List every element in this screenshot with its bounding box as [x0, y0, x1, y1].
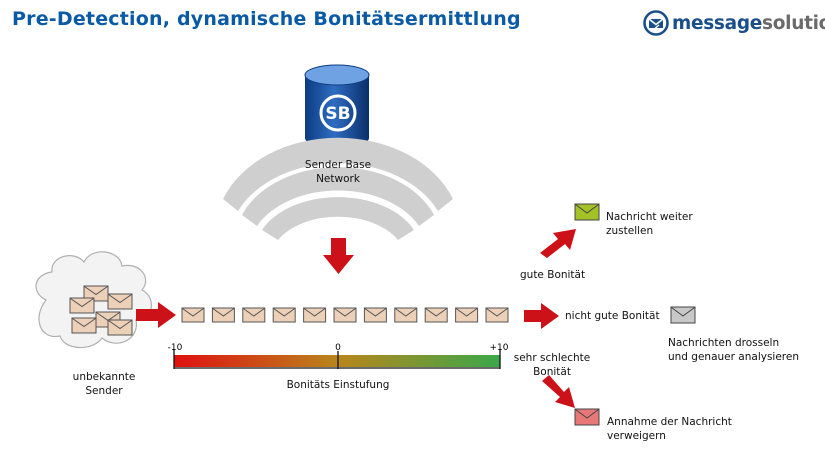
- unknown-sender-cloud-icon: [35, 251, 152, 349]
- envelope-icon: [394, 307, 418, 323]
- good-reputation-label: gute Bonität: [520, 269, 586, 281]
- scale-caption: Bonitäts Einstufung: [286, 379, 390, 391]
- sender-label: unbekannte Sender: [56, 370, 152, 398]
- envelope-icon: [424, 307, 448, 323]
- envelope-icon: [211, 307, 235, 323]
- logo-word-message: message: [672, 12, 763, 34]
- deliver-envelope-icon: [574, 203, 600, 221]
- database-label-line1: Sender Base: [304, 159, 372, 171]
- envelope-icon: [333, 307, 357, 323]
- bad-reputation-line2: Bonität: [533, 366, 571, 378]
- down-arrow-icon: [323, 238, 354, 274]
- envelope-row: [181, 307, 509, 323]
- reject-action-line1: Annahme der Nachricht: [607, 416, 732, 428]
- sender-base-database-icon: SB: [304, 64, 370, 148]
- scale-mid-label: 0: [335, 343, 341, 353]
- database-label-line2: Network: [316, 173, 360, 185]
- scale-min-label: -10: [168, 343, 183, 353]
- throttle-action-line1: Nachrichten drosseln: [668, 337, 780, 349]
- envelope-icon: [242, 307, 266, 323]
- sender-label-line2: Sender: [85, 385, 123, 397]
- logo-envelope-icon: [643, 10, 669, 36]
- envelope-icon: [303, 307, 327, 323]
- deliver-action-line1: Nachricht weiter: [606, 211, 693, 223]
- reject-action-line2: verweigern: [607, 430, 666, 442]
- reject-action-label: Annahme der Nachricht verweigern: [607, 415, 732, 443]
- throttle-action-line2: und genauer analysieren: [668, 351, 799, 363]
- bad-reputation-label: sehr schlechte Bonität: [506, 351, 598, 379]
- deliver-action-label: Nachricht weiter zustellen: [606, 210, 693, 238]
- envelope-icon: [363, 307, 387, 323]
- messagesolution-logo: messagesolution: [643, 8, 825, 38]
- deliver-action-line2: zustellen: [606, 225, 654, 237]
- good-outcome-arrow-icon: [540, 229, 576, 258]
- sender-label-line1: unbekannte: [72, 371, 136, 383]
- envelope-icon: [455, 307, 479, 323]
- neutral-reputation-label: nicht gute Bonität: [565, 310, 660, 322]
- neutral-outcome-arrow-icon: [524, 303, 559, 329]
- sender-arrow-icon: [136, 302, 176, 328]
- throttle-action-label: Nachrichten drosseln und genauer analysi…: [668, 336, 799, 364]
- envelope-icon: [272, 307, 296, 323]
- throttle-envelope-icon: [670, 306, 696, 324]
- scale-max-label: +10: [490, 343, 509, 353]
- page-title: Pre-Detection, dynamische Bonitätsermitt…: [12, 8, 521, 30]
- logo-word-solution: solution: [762, 12, 825, 34]
- envelope-icon: [485, 307, 509, 323]
- bad-reputation-line1: sehr schlechte: [513, 352, 591, 364]
- database-icon-text: SB: [325, 104, 350, 124]
- envelope-icon: [181, 307, 205, 323]
- database-label: Sender Base Network: [290, 158, 386, 186]
- signal-waves-icon: [223, 137, 453, 240]
- bad-outcome-arrow-icon: [542, 375, 575, 408]
- reject-envelope-icon: [574, 408, 600, 426]
- reputation-scale: -10 0 +10: [168, 343, 509, 369]
